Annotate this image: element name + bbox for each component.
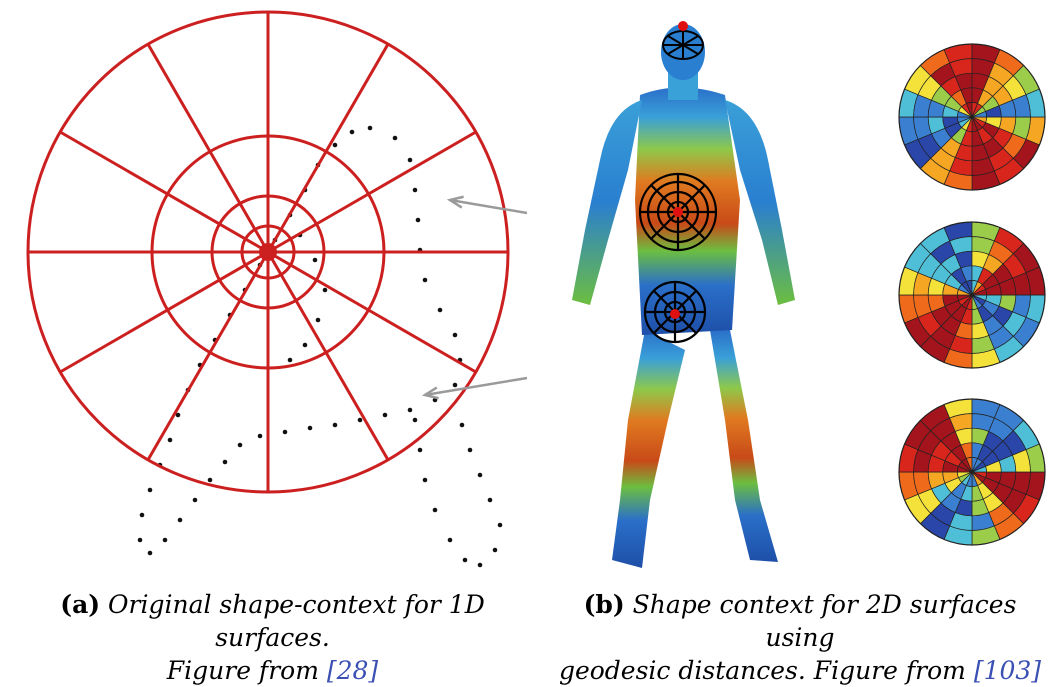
shape-context-2d-figure [550, 0, 1052, 580]
caption-b: (b) Shape context for 2D surfaces using … [548, 588, 1052, 687]
caption-a-ref-close: ] [368, 656, 379, 685]
contour-point [415, 217, 421, 223]
polar-spoke [146, 251, 270, 461]
contour-point [462, 557, 468, 563]
contour-point [452, 332, 458, 338]
dotted-shape-outline [137, 125, 503, 568]
center-point [259, 243, 277, 261]
arrow-line [449, 198, 528, 215]
histogram-bin [971, 465, 987, 473]
contour-point [487, 497, 493, 503]
contour-point [139, 512, 145, 518]
contour-point [412, 417, 418, 423]
contour-point [287, 357, 293, 363]
caption-b-ref-open: [ [973, 656, 984, 685]
contour-point [192, 497, 198, 503]
contour-point [332, 142, 338, 148]
arrow-head [421, 386, 439, 400]
log-polar-grid [26, 10, 510, 494]
contour-point [282, 429, 288, 435]
contour-point [407, 407, 413, 413]
caption-b-line1: Shape context for 2D surfaces using [632, 590, 1017, 652]
histogram-bin [971, 110, 987, 118]
contour-point [315, 317, 321, 323]
contour-point [459, 422, 465, 428]
contour-point [432, 507, 438, 513]
contour-point [492, 547, 498, 553]
contour-point [307, 425, 313, 431]
contour-point [332, 422, 338, 428]
caption-b-label: (b) [583, 590, 625, 619]
human-body-model [572, 21, 795, 568]
contour-point [497, 522, 503, 528]
polar-spoke [266, 43, 390, 253]
histogram-outline [898, 43, 1046, 191]
contour-point [257, 433, 263, 439]
contour-point [147, 487, 153, 493]
caption-a-line1: Original shape-context for 1D surfaces. [108, 590, 485, 652]
contour-point [477, 562, 483, 568]
shape-context-1d-figure [0, 0, 540, 580]
polar-spoke [267, 130, 477, 254]
contour-point [147, 550, 153, 556]
shape-context-histogram-2 [898, 221, 1046, 369]
contour-point [137, 537, 143, 543]
contour-point [382, 412, 388, 418]
shape-context-histogram-3 [898, 398, 1046, 546]
caption-b-ref-close: ] [1031, 656, 1042, 685]
caption-b-reference-link[interactable]: 103 [983, 656, 1032, 685]
contour-point [422, 277, 428, 283]
contour-point [302, 342, 308, 348]
contour-point [312, 257, 318, 263]
polar-spoke [146, 43, 270, 253]
contour-point [367, 125, 373, 131]
contour-point [467, 447, 473, 453]
caption-a-reference-link[interactable]: 28 [336, 656, 369, 685]
polar-spoke [59, 250, 269, 374]
pointer-arrows [421, 195, 528, 400]
contour-point [207, 477, 213, 483]
contour-point [477, 472, 483, 478]
caption-a-ref-open: [ [326, 656, 337, 685]
arrow-line [424, 376, 528, 397]
contour-point [417, 447, 423, 453]
caption-b-line2: geodesic distances. Figure from [558, 656, 974, 685]
contour-point [175, 412, 181, 418]
contour-point [357, 417, 363, 423]
contour-point [349, 129, 355, 135]
arrow-head [446, 195, 464, 209]
contour-point [422, 477, 428, 483]
contour-point [412, 187, 418, 193]
contour-point [222, 459, 228, 465]
caption-a-line2: Figure from [166, 656, 327, 685]
shape-context-histogram-1 [898, 43, 1046, 191]
caption-a-label: (a) [60, 590, 101, 619]
contour-point [237, 442, 243, 448]
contour-point [167, 437, 173, 443]
shape-context-1d-diagram [26, 10, 528, 568]
contour-point [392, 135, 398, 141]
contour-point [452, 382, 458, 388]
contour-point [437, 307, 443, 313]
histogram-bin [971, 288, 987, 296]
polar-spoke [267, 250, 477, 374]
contour-point [407, 157, 413, 163]
contour-point [177, 517, 183, 523]
histogram-outline [898, 221, 1046, 369]
contour-point [322, 287, 328, 293]
caption-a: (a) Original shape-context for 1D surfac… [0, 588, 545, 687]
contour-point [162, 537, 168, 543]
polar-spoke [266, 251, 390, 461]
histogram-outline [898, 398, 1046, 546]
polar-spoke [59, 130, 269, 254]
shape-context-2d-diagram [572, 21, 1046, 568]
contour-point [447, 537, 453, 543]
